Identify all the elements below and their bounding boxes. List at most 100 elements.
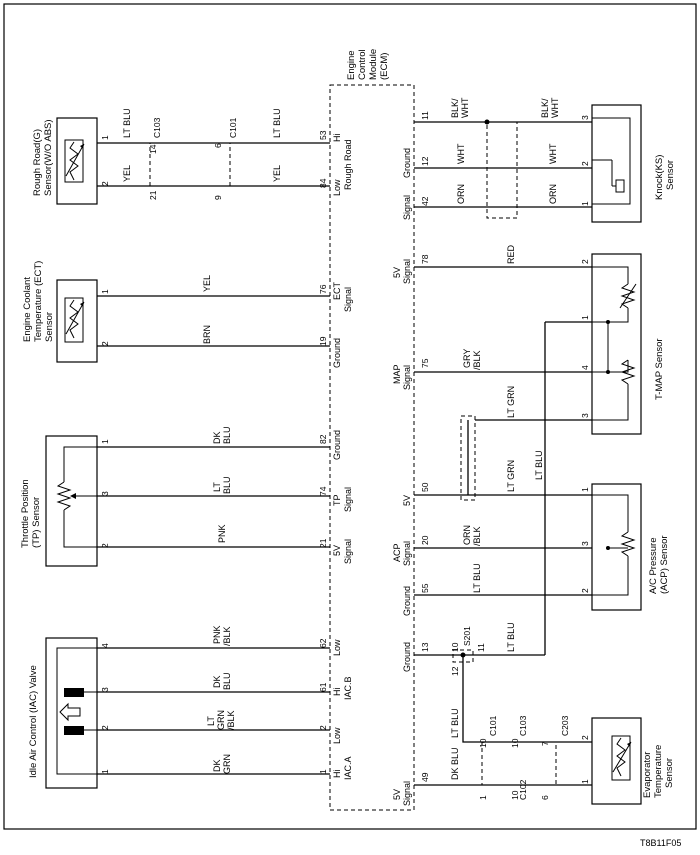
- diagram-label: Control: [357, 49, 368, 80]
- diagram-label: 1: [100, 135, 110, 140]
- diagram-label: 19: [318, 336, 328, 346]
- knock-sensor-icon: [592, 117, 631, 205]
- acp-sensor-label: A/C Pressure (ACP) Sensor: [648, 535, 670, 594]
- diagram-label: LT BLU: [472, 563, 482, 593]
- diagram-label: 1: [478, 795, 488, 800]
- diagram-label: BLK/: [540, 98, 550, 118]
- diagram-label: TP: [332, 494, 342, 506]
- diagram-label: Signal: [402, 781, 412, 806]
- diagram-label: Idle Air Control (IAC) Valve: [28, 665, 39, 778]
- diagram-label: /BLK: [222, 626, 232, 646]
- diagram-label: IAC.A: [343, 756, 353, 780]
- diagram-label: 1: [580, 779, 590, 784]
- diagram-label: C203: [560, 715, 570, 736]
- acp-sensor: [591, 483, 642, 611]
- diagram-label: BLK/: [450, 98, 460, 118]
- diagram-label: LT BLU: [450, 708, 460, 738]
- diagram-label: 7: [540, 741, 550, 746]
- diagram-label: 2: [100, 181, 110, 186]
- diagram-label: 20: [420, 535, 430, 545]
- diagram-label: Sensor: [665, 160, 676, 190]
- diagram-label: LT: [206, 716, 216, 726]
- iac-valve-icon: [56, 647, 97, 775]
- diagram-label: Low: [332, 727, 342, 744]
- diagram-label: 3: [100, 491, 110, 496]
- diagram-label: 2: [580, 588, 590, 593]
- diagram-label: DK: [212, 431, 222, 444]
- diagram-frame: [3, 3, 697, 830]
- knock-sensor: [591, 104, 642, 223]
- diagram-label: Low: [332, 639, 342, 656]
- diagram-label: LT BLU: [506, 622, 516, 652]
- diagram-label: T-MAP Sensor: [654, 338, 665, 400]
- diagram-label: BLU: [222, 426, 232, 444]
- diagram-label: Temperature (ECT): [33, 261, 44, 342]
- diagram-label: Throttle Position: [20, 479, 31, 548]
- diagram-label: LT BLU: [272, 108, 282, 138]
- ect-sensor: [56, 279, 98, 363]
- diagram-label: 3: [580, 413, 590, 418]
- diagram-label: 4: [580, 365, 590, 370]
- diagram-label: Signal: [343, 287, 353, 312]
- diagram-label: Hi: [332, 134, 342, 143]
- diagram-label: 42: [420, 196, 430, 206]
- diagram-label: ORN: [456, 184, 466, 204]
- diagram-label: 2: [100, 341, 110, 346]
- diagram-label: S201: [462, 626, 472, 646]
- diagram-label: 1: [318, 769, 328, 774]
- diagram-label: 11: [476, 643, 486, 652]
- diagram-label: Hi: [332, 688, 342, 697]
- diagram-label: Sensor: [664, 758, 675, 788]
- diagram-label: 55: [420, 583, 430, 593]
- diagram-label: ECT: [332, 281, 342, 300]
- diagram-label: PNK: [212, 625, 222, 644]
- diagram-label: YEL: [202, 275, 212, 292]
- diagram-label: BRN: [202, 325, 212, 344]
- ecm-title: Engine Control Module (ECM): [346, 49, 390, 80]
- diagram-label: Engine: [346, 50, 357, 80]
- tmap-sensor-icon: [592, 266, 637, 421]
- diagram-label: 12: [450, 666, 460, 676]
- diagram-label: Signal: [343, 539, 353, 564]
- diagram-label: GRN: [216, 710, 226, 730]
- diagram-label: BLU: [222, 672, 232, 690]
- diagram-label: 61: [318, 682, 328, 692]
- diagram-label: 1: [580, 487, 590, 492]
- diagram-label: 74: [318, 486, 328, 496]
- connector-c101-c102-box: [481, 741, 557, 786]
- diagram-label: ORN: [462, 525, 472, 545]
- diagram-label: 10: [510, 790, 520, 800]
- rough-road-sensor: [56, 117, 98, 205]
- diagram-label: (TP) Sensor: [31, 497, 42, 548]
- diagram-label: 82: [318, 434, 328, 444]
- diagram-label: 76: [318, 284, 328, 294]
- diagram-label: 53: [318, 130, 328, 140]
- diagram-label: Evaporator: [642, 752, 653, 798]
- rough-road-sensor-label: Rough Road(G) Sensor(W/O ABS): [32, 119, 54, 196]
- diagram-label: WHT: [460, 97, 470, 118]
- diagram-label: Ground: [402, 642, 412, 672]
- diagram-label: 1: [100, 769, 110, 774]
- diagram-label: 9: [213, 195, 223, 200]
- diagram-label: ORN: [548, 184, 558, 204]
- ecm-box: [329, 84, 415, 811]
- diagram-label: C103: [152, 117, 162, 138]
- diagram-label: Sensor: [44, 312, 55, 342]
- diagram-label: 5V: [392, 267, 402, 278]
- diagram-label: 2: [100, 725, 110, 730]
- connector-c103-box: [149, 142, 231, 187]
- diagram-label: 5V: [402, 495, 412, 506]
- diagram-label: 84: [318, 178, 328, 188]
- diagram-label: Rough Road(G): [32, 129, 43, 196]
- diagram-label: Signal: [402, 365, 412, 390]
- diagram-label: 1: [100, 289, 110, 294]
- lt-grn-shield-box: [460, 415, 476, 501]
- diagram-label: 2: [318, 725, 328, 730]
- diagram-label: Module: [368, 49, 379, 80]
- diagram-label: Signal: [343, 487, 353, 512]
- diagram-label: 75: [420, 358, 430, 368]
- diagram-label: Rough Road: [343, 139, 353, 190]
- diagram-label: LT BLU: [122, 108, 132, 138]
- tp-sensor-icon: [56, 446, 97, 548]
- diagram-label: 6: [213, 143, 223, 148]
